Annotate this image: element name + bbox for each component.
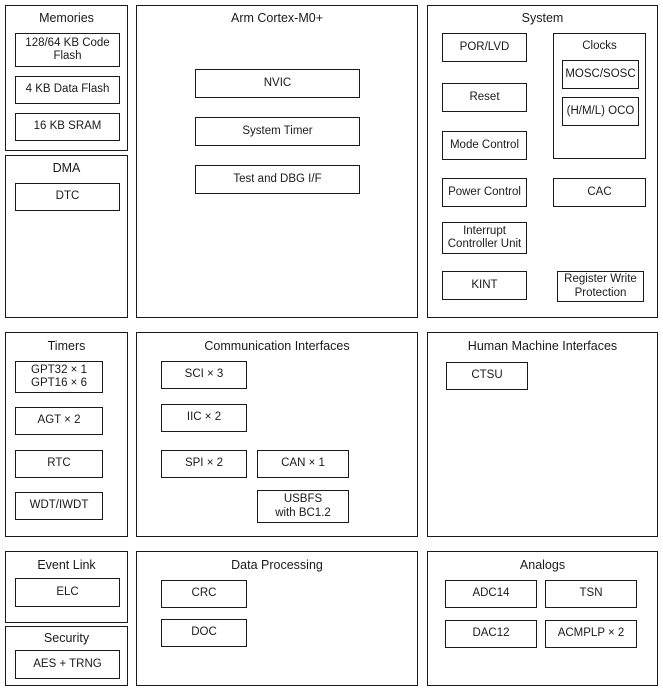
panel-communication-interfaces: Communication Interfaces SCI × 3 IIC × 2… <box>136 332 418 537</box>
block-sci[interactable]: SCI × 3 <box>161 361 247 389</box>
block-crc[interactable]: CRC <box>161 580 247 608</box>
panel-security: Security AES + TRNG <box>5 626 128 686</box>
block-gpt[interactable]: GPT32 × 1 GPT16 × 6 <box>15 361 103 393</box>
block-dtc[interactable]: DTC <box>15 183 120 211</box>
panel-human-machine-interfaces-title: Human Machine Interfaces <box>467 339 618 353</box>
block-register-write-protection[interactable]: Register Write Protection <box>557 271 644 302</box>
block-mode-control[interactable]: Mode Control <box>442 131 527 160</box>
panel-timers: Timers GPT32 × 1 GPT16 × 6 AGT × 2 RTC W… <box>5 332 128 537</box>
block-reset[interactable]: Reset <box>442 83 527 112</box>
panel-communication-interfaces-title: Communication Interfaces <box>204 339 350 353</box>
block-tsn[interactable]: TSN <box>545 580 637 608</box>
block-interrupt-controller-unit[interactable]: Interrupt Controller Unit <box>442 222 527 254</box>
panel-event-link: Event Link ELC <box>5 551 128 623</box>
block-usbfs[interactable]: USBFS with BC1.2 <box>257 490 349 523</box>
panel-memories: Memories 128/64 KB Code Flash 4 KB Data … <box>5 5 128 151</box>
panel-cpu-title: Arm Cortex-M0+ <box>230 11 324 25</box>
panel-timers-title: Timers <box>47 339 86 353</box>
panel-human-machine-interfaces: Human Machine Interfaces CTSU <box>427 332 658 537</box>
subpanel-clocks-title: Clocks <box>582 40 617 52</box>
block-oco[interactable]: (H/M/L) OCO <box>562 97 639 126</box>
panel-dma: DMA DTC <box>5 155 128 318</box>
block-kint[interactable]: KINT <box>442 271 527 300</box>
panel-dma-title: DMA <box>52 161 81 175</box>
block-agt[interactable]: AGT × 2 <box>15 407 103 435</box>
panel-analogs-title: Analogs <box>519 558 566 572</box>
block-iic[interactable]: IIC × 2 <box>161 404 247 432</box>
block-code-flash[interactable]: 128/64 KB Code Flash <box>15 33 120 67</box>
block-elc[interactable]: ELC <box>15 578 120 607</box>
block-rtc[interactable]: RTC <box>15 450 103 478</box>
block-cac[interactable]: CAC <box>553 178 646 207</box>
block-acmplp[interactable]: ACMPLP × 2 <box>545 620 637 648</box>
block-doc[interactable]: DOC <box>161 619 247 647</box>
panel-data-processing-title: Data Processing <box>231 558 323 572</box>
panel-memories-title: Memories <box>39 11 94 25</box>
block-system-timer[interactable]: System Timer <box>195 117 360 146</box>
block-spi[interactable]: SPI × 2 <box>161 450 247 478</box>
panel-security-title: Security <box>43 631 90 645</box>
block-adc14[interactable]: ADC14 <box>445 580 537 608</box>
block-power-control[interactable]: Power Control <box>442 178 527 207</box>
block-dac12[interactable]: DAC12 <box>445 620 537 648</box>
panel-event-link-title: Event Link <box>37 558 96 572</box>
block-aes-trng[interactable]: AES + TRNG <box>15 650 120 679</box>
block-ctsu[interactable]: CTSU <box>446 362 528 390</box>
block-mosc-sosc[interactable]: MOSC/SOSC <box>562 60 639 89</box>
block-por-lvd[interactable]: POR/LVD <box>442 33 527 62</box>
block-data-flash[interactable]: 4 KB Data Flash <box>15 76 120 104</box>
panel-cpu: Arm Cortex-M0+ NVIC System Timer Test an… <box>136 5 418 318</box>
block-nvic[interactable]: NVIC <box>195 69 360 98</box>
block-test-dbg[interactable]: Test and DBG I/F <box>195 165 360 194</box>
panel-system: System POR/LVD Reset Mode Control Power … <box>427 5 658 318</box>
subpanel-clocks: Clocks MOSC/SOSC (H/M/L) OCO <box>553 33 646 159</box>
panel-analogs: Analogs ADC14 TSN DAC12 ACMPLP × 2 <box>427 551 658 686</box>
panel-data-processing: Data Processing CRC DOC <box>136 551 418 686</box>
block-wdt-iwdt[interactable]: WDT/IWDT <box>15 492 103 520</box>
panel-system-title: System <box>521 11 564 25</box>
block-sram[interactable]: 16 KB SRAM <box>15 113 120 141</box>
block-can[interactable]: CAN × 1 <box>257 450 349 478</box>
